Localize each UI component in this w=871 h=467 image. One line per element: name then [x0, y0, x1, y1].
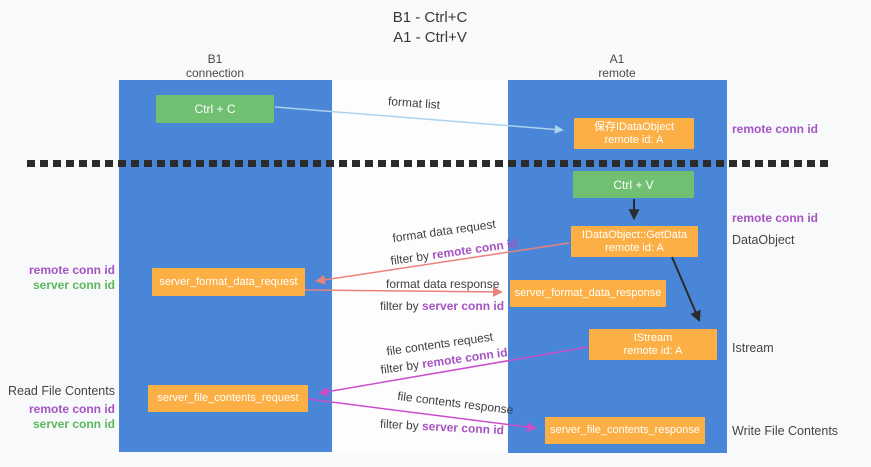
dataobject-annotation: DataObject [732, 233, 795, 247]
remote-conn-id-annotation: remote conn id [28, 402, 115, 416]
format-data-response-filter-label: filter by server conn id [380, 299, 504, 313]
title-line-2: A1 - Ctrl+V [393, 29, 467, 46]
server-conn-id-key: server conn id [422, 299, 505, 313]
left-column-subtitle: connection [185, 66, 245, 80]
getdata-line1: IDataObject::GetData [581, 228, 688, 241]
ctrl-c-label: Ctrl + C [194, 102, 236, 116]
istream-line2: remote id: A [623, 344, 683, 357]
right-column-subtitle: remote [598, 66, 636, 80]
read-file-contents-annotation: Read File Contents [7, 384, 115, 398]
server-format-data-request-label: server_format_data_request [159, 275, 298, 288]
server-file-contents-request-box: server_file_contents_request [148, 385, 308, 412]
ctrl-c-box: Ctrl + C [156, 95, 274, 123]
right-column-name: A1 [609, 52, 625, 66]
ctrl-v-box: Ctrl + V [573, 171, 694, 198]
save-idataobject-box: 保存IDataObject remote id: A [574, 118, 694, 149]
getdata-line2: remote id: A [605, 241, 664, 254]
title-line-1: B1 - Ctrl+C [392, 9, 468, 26]
filter-by-text: filter by [379, 416, 423, 433]
left-column-header: B1 connection [145, 52, 285, 80]
istream-box: IStream remote id: A [589, 329, 717, 360]
server-conn-id-annotation: server conn id [32, 417, 115, 431]
left-column-name: B1 [207, 52, 223, 66]
remote-conn-id-annotation: remote conn id [28, 263, 115, 277]
idataobject-getdata-box: IDataObject::GetData remote id: A [571, 226, 698, 257]
phase-separator-dashed-line [27, 160, 831, 167]
server-format-data-request-box: server_format_data_request [152, 268, 305, 296]
server-file-contents-response-label: server_file_contents_response [550, 424, 700, 436]
istream-line1: IStream [633, 331, 673, 344]
istream-annotation: Istream [732, 341, 774, 355]
remote-conn-id-annotation-top: remote conn id [732, 122, 819, 136]
diagram-title: B1 - Ctrl+C A1 - Ctrl+V [330, 8, 530, 48]
save-idataobject-line2: remote id: A [604, 133, 664, 146]
server-file-contents-response-box: server_file_contents_response [545, 417, 705, 444]
server-conn-id-annotation: server conn id [32, 278, 115, 292]
left-conn-id-annotation-bottom: remote conn id server conn id [29, 402, 115, 432]
filter-by-text: filter by [380, 299, 423, 313]
left-conn-id-annotation-top: remote conn id server conn id [29, 263, 115, 293]
save-idataobject-line1: 保存IDataObject [593, 120, 675, 133]
remote-conn-id-annotation-mid: remote conn id [732, 211, 819, 225]
right-column-header: A1 remote [547, 52, 687, 80]
ctrl-v-label: Ctrl + V [613, 177, 654, 192]
server-file-contents-request-label: server_file_contents_request [157, 392, 299, 404]
server-format-data-response-label: server_format_data_response [514, 287, 662, 299]
format-data-response-label: format data response [386, 277, 500, 291]
write-file-contents-annotation: Write File Contents [732, 424, 839, 438]
server-format-data-response-box: server_format_data_response [510, 280, 666, 307]
